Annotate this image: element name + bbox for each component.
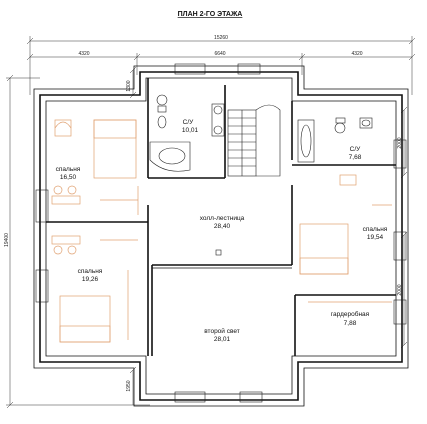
furniture — [51, 119, 392, 343]
dim-middle-width: 6640 — [214, 51, 225, 57]
bedroom-top-left-name: спальня — [56, 166, 81, 173]
outer-walls — [33, 65, 409, 407]
bedroom-bottom-left-area: 19,26 — [82, 276, 99, 283]
right-bath-fixtures — [297, 117, 373, 163]
bath-right-name: С/У — [350, 146, 362, 153]
dim-top-offset: 1300 — [126, 80, 132, 91]
bath-right-area: 7,68 — [349, 154, 362, 161]
room-labels: С/У 10,01 спальня 16,50 спальня 19,26 хо… — [56, 119, 388, 343]
left-bath-fixtures — [149, 94, 225, 172]
interior-walls — [46, 78, 396, 356]
bedroom-top-left-area: 16,50 — [60, 174, 77, 181]
hall-column — [215, 249, 222, 256]
bedroom-right-area: 19,54 — [367, 234, 384, 241]
plan-title: ПЛАН 2-ГО ЭТАЖА — [178, 11, 243, 18]
left-dimensions: 19400 1300 1950 — [4, 66, 150, 409]
staircase — [227, 104, 281, 177]
bedroom-bottom-left-name: спальня — [78, 268, 103, 275]
bedroom-right-name: спальня — [363, 226, 388, 233]
bath-left-name: С/У — [183, 119, 195, 126]
dim-left-width: 4320 — [78, 51, 89, 57]
top-dimensions: 15260 4320 6640 4320 — [26, 35, 416, 95]
hall-name: холл-лестница — [200, 215, 245, 222]
dim-total-width: 15260 — [214, 35, 228, 41]
dim-right-width: 4320 — [351, 51, 362, 57]
dim-right-lower: 2000 — [397, 284, 403, 295]
wardrobe-area: 7,88 — [344, 320, 357, 327]
wardrobe-name: гардеробная — [331, 310, 370, 318]
dim-total-height: 19400 — [4, 233, 10, 247]
second-light-name: второй свет — [204, 327, 240, 335]
dim-bottom-offset: 1950 — [126, 380, 132, 391]
hall-area: 28,40 — [214, 223, 231, 230]
dim-right-upper: 2000 — [397, 137, 403, 148]
bath-left-area: 10,01 — [182, 127, 199, 134]
second-light-area: 28,01 — [214, 336, 231, 343]
windows — [35, 63, 407, 403]
